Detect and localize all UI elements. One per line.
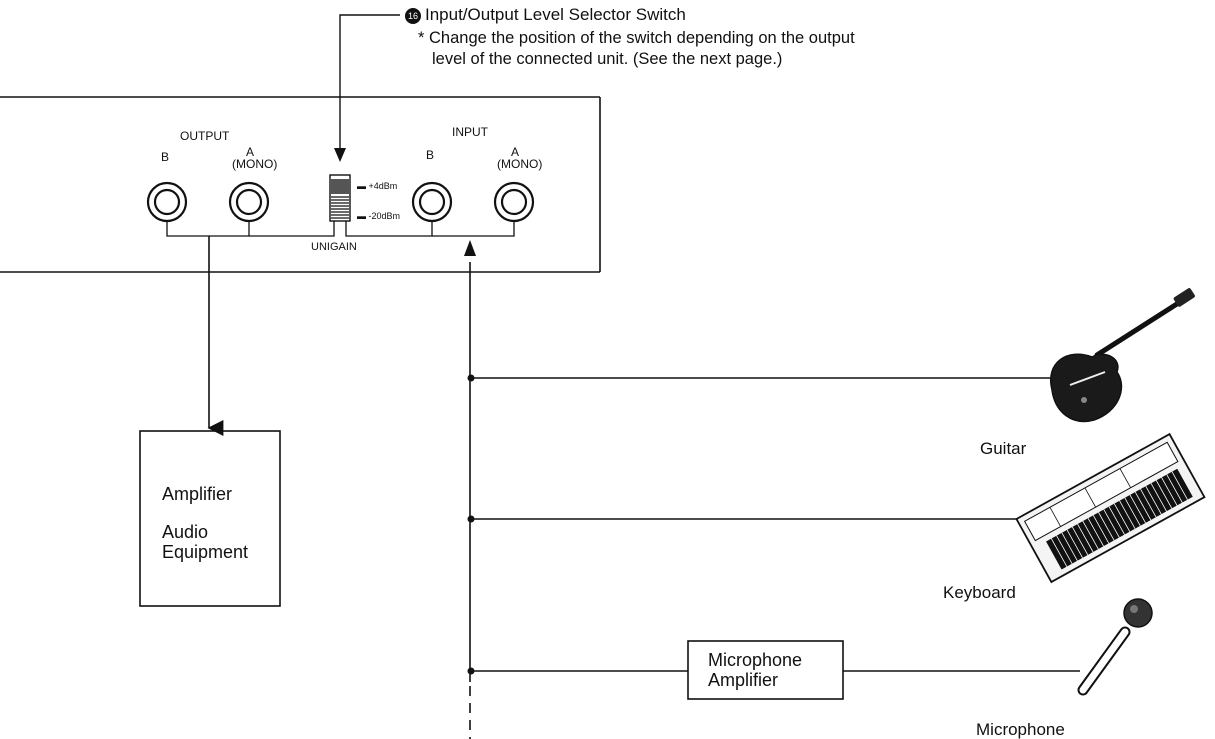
keyboard-label: Keyboard [943,583,1016,602]
callout-title: Input/Output Level Selector Switch [425,5,686,24]
switch-low-text: -20dBm [368,211,401,221]
callout-number-badge: 16 [405,8,421,24]
input-branches [470,377,1080,672]
microphone-icon [1077,598,1153,696]
mic-amp-text: Microphone Amplifier [708,650,802,690]
rear-panel [0,96,601,273]
output-b-label: B [161,150,170,164]
callout-note-line-1: * Change the position of the switch depe… [418,29,855,47]
output-b-jack-icon [146,181,188,223]
callout-arrowhead [334,148,346,162]
keyboard-icon [1015,432,1206,584]
guitar-label: Guitar [980,439,1027,458]
input-a-mono: (MONO) [497,157,543,171]
output-a-mono: (MONO) [232,157,278,171]
callout-leader [339,14,400,158]
guitar-icon [1050,288,1195,423]
input-a-letter: A [510,145,519,159]
mic-amp-line-1: Microphone [708,650,803,670]
input-b-jack-icon [411,181,453,223]
unigain-label: UNIGAIN [311,241,357,253]
mic-amp-box [687,640,844,700]
input-a-label: A (MONO) [497,145,543,171]
input-a-jack-icon [493,181,535,223]
unigain-bracket [166,221,515,237]
level-switch-icon [329,174,351,222]
amplifier-line: Amplifier [162,484,233,504]
branch-dots [467,374,475,675]
switch-high-text: +4dBm [368,181,398,191]
output-a-letter: A [245,145,254,159]
amplifier-box [139,430,281,607]
switch-low-label: ▬ -20dBm [357,211,401,221]
callout-note-line-2: level of the connected unit. (See the ne… [432,50,783,68]
input-label: INPUT [452,125,488,139]
audio-line: Audio [162,522,209,542]
output-a-label: A (MONO) [232,145,278,171]
callout-note: * Change the position of the switch depe… [418,28,855,70]
output-a-jack-icon [228,181,270,223]
output-label: OUTPUT [180,129,230,143]
mic-amp-line-2: Amplifier [708,670,779,690]
switch-high-label: ▬ +4dBm [357,181,398,191]
input-arrowhead [464,240,476,256]
amplifier-box-text: Amplifier Audio Equipment [162,484,248,562]
equipment-line: Equipment [162,542,249,562]
input-b-label: B [426,148,435,162]
microphone-label: Microphone [976,720,1065,739]
